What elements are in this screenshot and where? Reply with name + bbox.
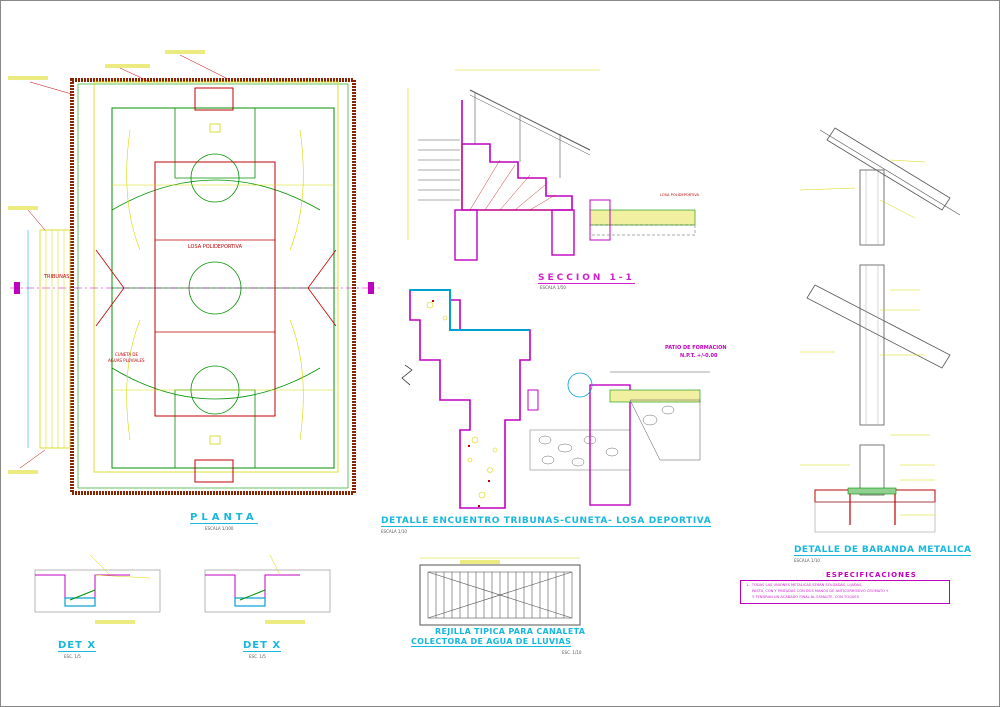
court-outer-frame [70, 78, 356, 495]
rejilla-scale: ESC. 1/10 [562, 650, 582, 655]
det-x-1-scale: ESC. 1/5 [64, 654, 81, 659]
detalle-encuentro-scale: ESCALA 1/10 [381, 529, 407, 534]
encounter-profile [409, 289, 531, 509]
spec-line-2: PASTA, CON Y PINTADAS CON DOS MANOS DE A… [752, 589, 889, 593]
specifications-heading: ESPECIFICACIONES [826, 571, 917, 579]
det-x-1-title: DET X [58, 640, 97, 652]
volleyball-court [154, 161, 276, 417]
det-x-2-scale: ESC. 1/5 [249, 654, 266, 659]
det-x-left [34, 554, 161, 624]
detalle-baranda [799, 127, 961, 533]
cuneta-label-2: AGUAS PLUVIALES [108, 358, 145, 363]
spec-line-1: 1.- TODAS LAS UNIONES METALICAS SERAN SO… [746, 583, 863, 587]
patio-label: PATIO DE FORMACION [665, 345, 727, 351]
det-x-right [204, 554, 331, 624]
tribunas-label: TRIBUNAS [43, 274, 69, 280]
section-1-1: LOSA POLIDEPORTIVA [407, 69, 699, 261]
specifications-box [740, 580, 950, 604]
tribunas-block [39, 229, 71, 449]
detalle-baranda-scale: ESCALA 1/10 [794, 558, 820, 563]
losa-poli-label: LOSA POLIDEPORTIVA [660, 193, 699, 197]
seccion-title: SECCION 1-1 [538, 273, 635, 284]
spec-line-3: Y TENDRAN UN ACABADO FINAL AL ESMALTE, C… [752, 595, 859, 599]
planta-title: PLANTA [190, 512, 258, 524]
seccion-scale: ESCALA 1/50 [540, 285, 566, 290]
rejilla-title-2: COLECTORA DE AGUA DE LLUVIAS [411, 637, 572, 647]
losa-label: LOSA POLIDEPORTIVA [188, 244, 243, 250]
planta-scale: ESCALA 1/100 [205, 526, 234, 531]
det-x-2-title: DET X [243, 640, 282, 652]
rejilla [419, 557, 581, 626]
npt-label: N.P.T. +/-0.00 [680, 353, 718, 359]
detalle-encuentro-title: DETALLE ENCUENTRO TRIBUNAS-CUNETA- LOSA … [381, 516, 712, 527]
cuneta-label: CUNETA DE [115, 352, 138, 357]
detalle-baranda-title: DETALLE DE BARANDA METALICA [794, 545, 972, 556]
rejilla-title-1: REJILLA TIPICA PARA CANALETA [435, 627, 586, 636]
stair-profile [461, 100, 573, 211]
court-plan: LOSA POLIDEPORTIVA TRIBUNAS CUNETA DE AG… [8, 50, 380, 495]
court-yellow-border [93, 81, 339, 473]
detalle-encuentro: PATIO DE FORMACION N.P.T. +/-0.00 [401, 289, 727, 509]
